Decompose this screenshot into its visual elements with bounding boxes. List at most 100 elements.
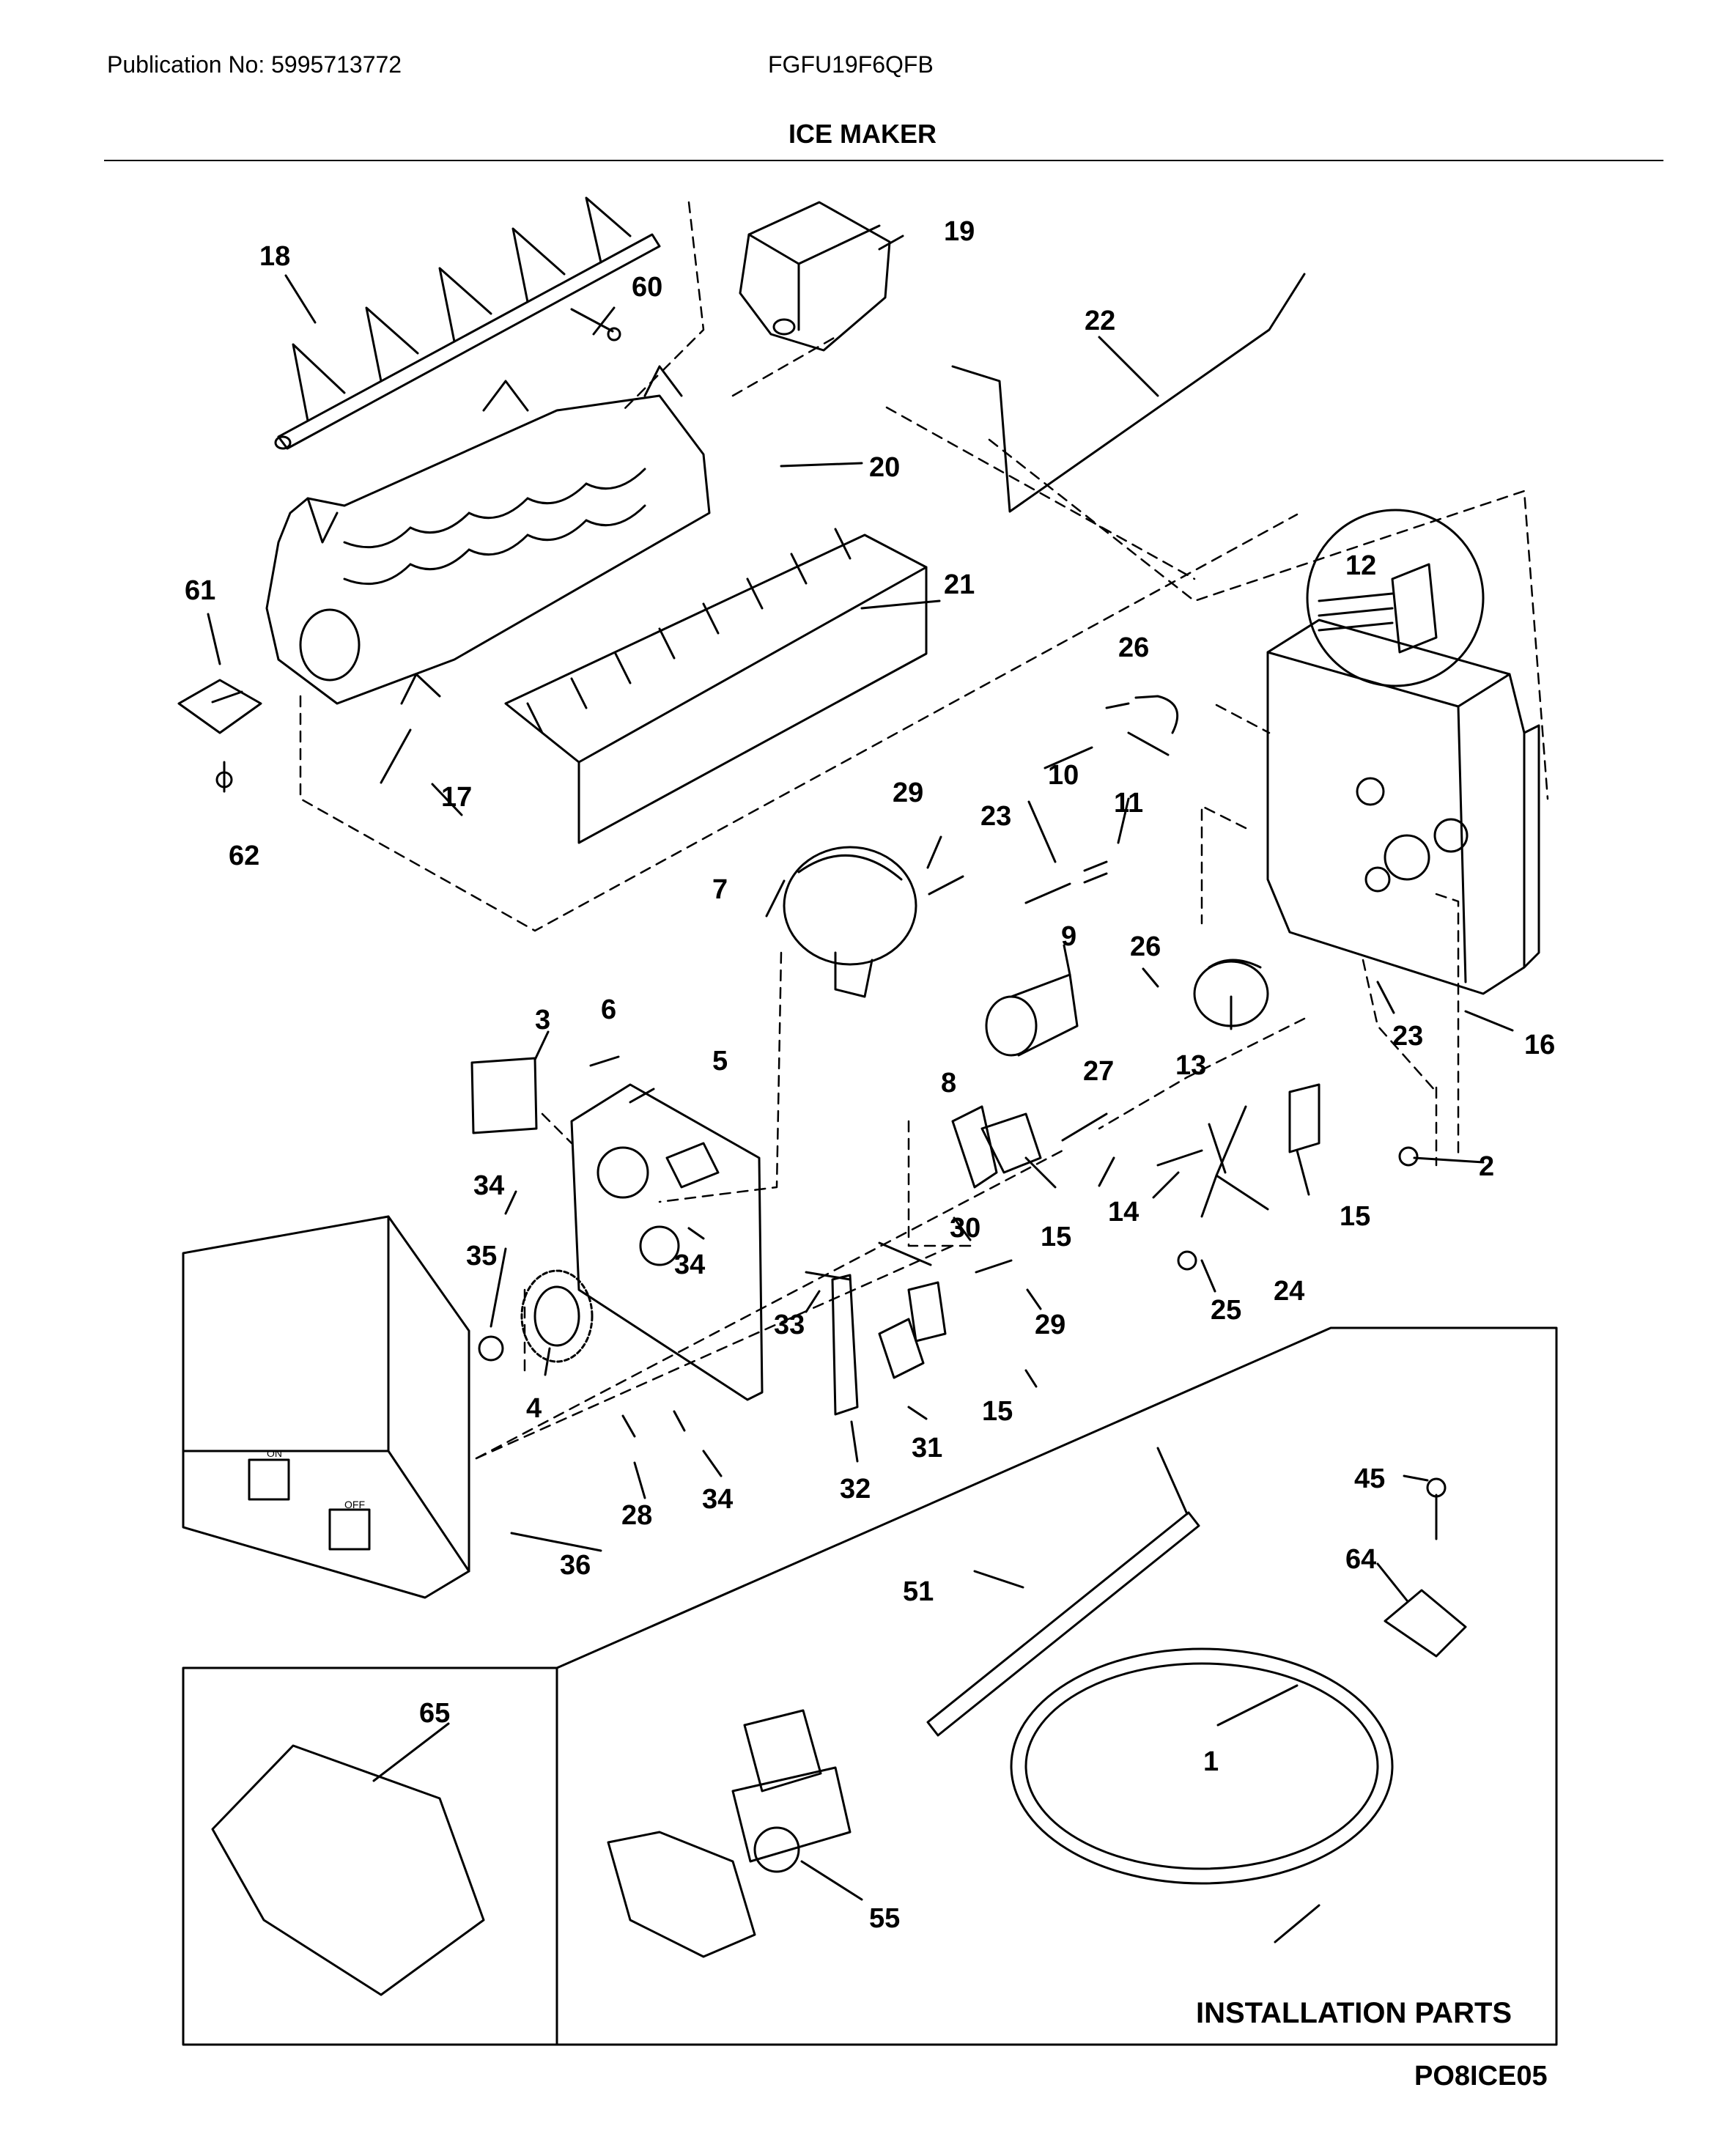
header-rule — [104, 160, 1663, 161]
arm-part — [1200, 1105, 1269, 1218]
screw-part — [975, 1259, 1013, 1274]
housing-part — [1266, 619, 1540, 995]
gear-part — [520, 1269, 594, 1363]
callout-29b: 29 — [1035, 1310, 1065, 1340]
callout-19: 19 — [944, 216, 975, 247]
callout-62: 62 — [229, 841, 259, 871]
screw-part — [928, 875, 964, 896]
callout-61: 61 — [185, 575, 215, 606]
screw-part — [1177, 1250, 1197, 1271]
screw-part — [1024, 882, 1071, 904]
publication-number: Publication No: 5995713772 — [107, 51, 402, 78]
callout-5: 5 — [712, 1046, 728, 1077]
cover-part — [739, 201, 891, 352]
diagram-code: PO8ICE05 — [1414, 2061, 1548, 2092]
thermostat-part — [985, 973, 1079, 1057]
callout-20: 20 — [869, 452, 900, 483]
bracket-part — [878, 1318, 925, 1379]
shutoff-arm — [951, 273, 1306, 513]
callout-34c: 34 — [702, 1484, 733, 1515]
water-tubing — [1010, 1647, 1394, 1885]
callout-labels: 18 60 19 22 20 21 61 17 62 1 2 26 10 11 2… — [185, 216, 1555, 2029]
callout-60: 60 — [632, 272, 662, 303]
switch-part — [907, 1281, 947, 1343]
callout-8: 8 — [941, 1068, 956, 1099]
motor-part — [783, 846, 917, 998]
clamp-part — [1384, 1589, 1467, 1658]
callout-30: 30 — [950, 1213, 980, 1244]
callout-14: 14 — [1108, 1197, 1139, 1227]
fill-tube — [926, 1511, 1200, 1737]
screw-part — [621, 1410, 686, 1438]
callout-65: 65 — [419, 1698, 450, 1729]
callout-32: 32 — [840, 1474, 871, 1505]
callout-15c: 15 — [982, 1396, 1013, 1427]
mold-part — [265, 365, 711, 705]
screw-part — [570, 308, 614, 333]
callout-34b: 34 — [674, 1249, 705, 1280]
callout-7: 7 — [712, 874, 728, 905]
callout-23: 23 — [980, 801, 1011, 832]
page-title: ICE MAKER — [788, 119, 937, 149]
callout-26b: 26 — [1130, 931, 1161, 962]
ice-bin — [211, 1744, 485, 1996]
ejector-part — [274, 196, 661, 450]
model-number: FGFU19F6QFB — [768, 51, 934, 78]
callout-51: 51 — [903, 1576, 934, 1607]
callout-36: 36 — [560, 1550, 591, 1581]
connector-detail — [1306, 509, 1485, 687]
screw-part — [1426, 1477, 1447, 1498]
callout-29: 29 — [893, 778, 923, 808]
on-label: ON — [267, 1447, 282, 1459]
assembly-guide-lines — [299, 201, 1549, 1460]
callout-55: 55 — [869, 1903, 900, 1934]
switch-part — [1288, 1083, 1320, 1153]
callout-6: 6 — [601, 994, 616, 1025]
callout-21: 21 — [944, 569, 975, 600]
callout-9: 9 — [1061, 921, 1076, 952]
callout-11: 11 — [1114, 788, 1143, 819]
callout-34: 34 — [473, 1170, 504, 1201]
linkage-part — [951, 1105, 998, 1189]
callout-28: 28 — [621, 1500, 652, 1531]
spring-part — [1398, 1146, 1419, 1167]
bracket-part — [177, 679, 262, 734]
callout-27: 27 — [1083, 1056, 1114, 1087]
callout-15b: 15 — [1340, 1201, 1370, 1232]
callout-22: 22 — [1085, 306, 1115, 336]
label-part — [470, 1057, 538, 1134]
wire-clip — [1105, 695, 1179, 734]
callout-26: 26 — [1118, 632, 1149, 663]
callout-13: 13 — [1175, 1050, 1206, 1081]
front-cover — [182, 1215, 470, 1599]
callout-17: 17 — [441, 782, 472, 813]
screw-part — [878, 1241, 932, 1266]
callout-3: 3 — [535, 1005, 550, 1035]
bracket-part — [831, 1274, 859, 1416]
callout-24: 24 — [1274, 1276, 1304, 1307]
callout-25: 25 — [1211, 1295, 1241, 1326]
washer-part — [478, 1335, 504, 1362]
switch-part — [980, 1112, 1042, 1174]
callout-16: 16 — [1524, 1030, 1555, 1060]
water-valve — [607, 1709, 852, 1958]
spacer-part — [1083, 860, 1108, 884]
off-label: OFF — [344, 1499, 365, 1510]
callout-31: 31 — [912, 1433, 942, 1463]
callout-10: 10 — [1048, 760, 1079, 791]
screw-part — [1156, 1149, 1203, 1167]
spring-part — [805, 1271, 852, 1281]
callout-18: 18 — [259, 241, 290, 272]
installation-box — [555, 1326, 1558, 2046]
callout-45: 45 — [1354, 1463, 1385, 1494]
callout-2: 2 — [1479, 1151, 1494, 1182]
callout-4: 4 — [526, 1393, 542, 1424]
callout-23b: 23 — [1392, 1021, 1423, 1052]
callout-35: 35 — [466, 1241, 497, 1271]
callout-15: 15 — [1041, 1222, 1071, 1252]
installation-parts-label: INSTALLATION PARTS — [1196, 1997, 1512, 2029]
callout-64: 64 — [1345, 1544, 1376, 1575]
callout-1: 1 — [1203, 1746, 1219, 1777]
mounting-plate — [570, 1083, 764, 1401]
